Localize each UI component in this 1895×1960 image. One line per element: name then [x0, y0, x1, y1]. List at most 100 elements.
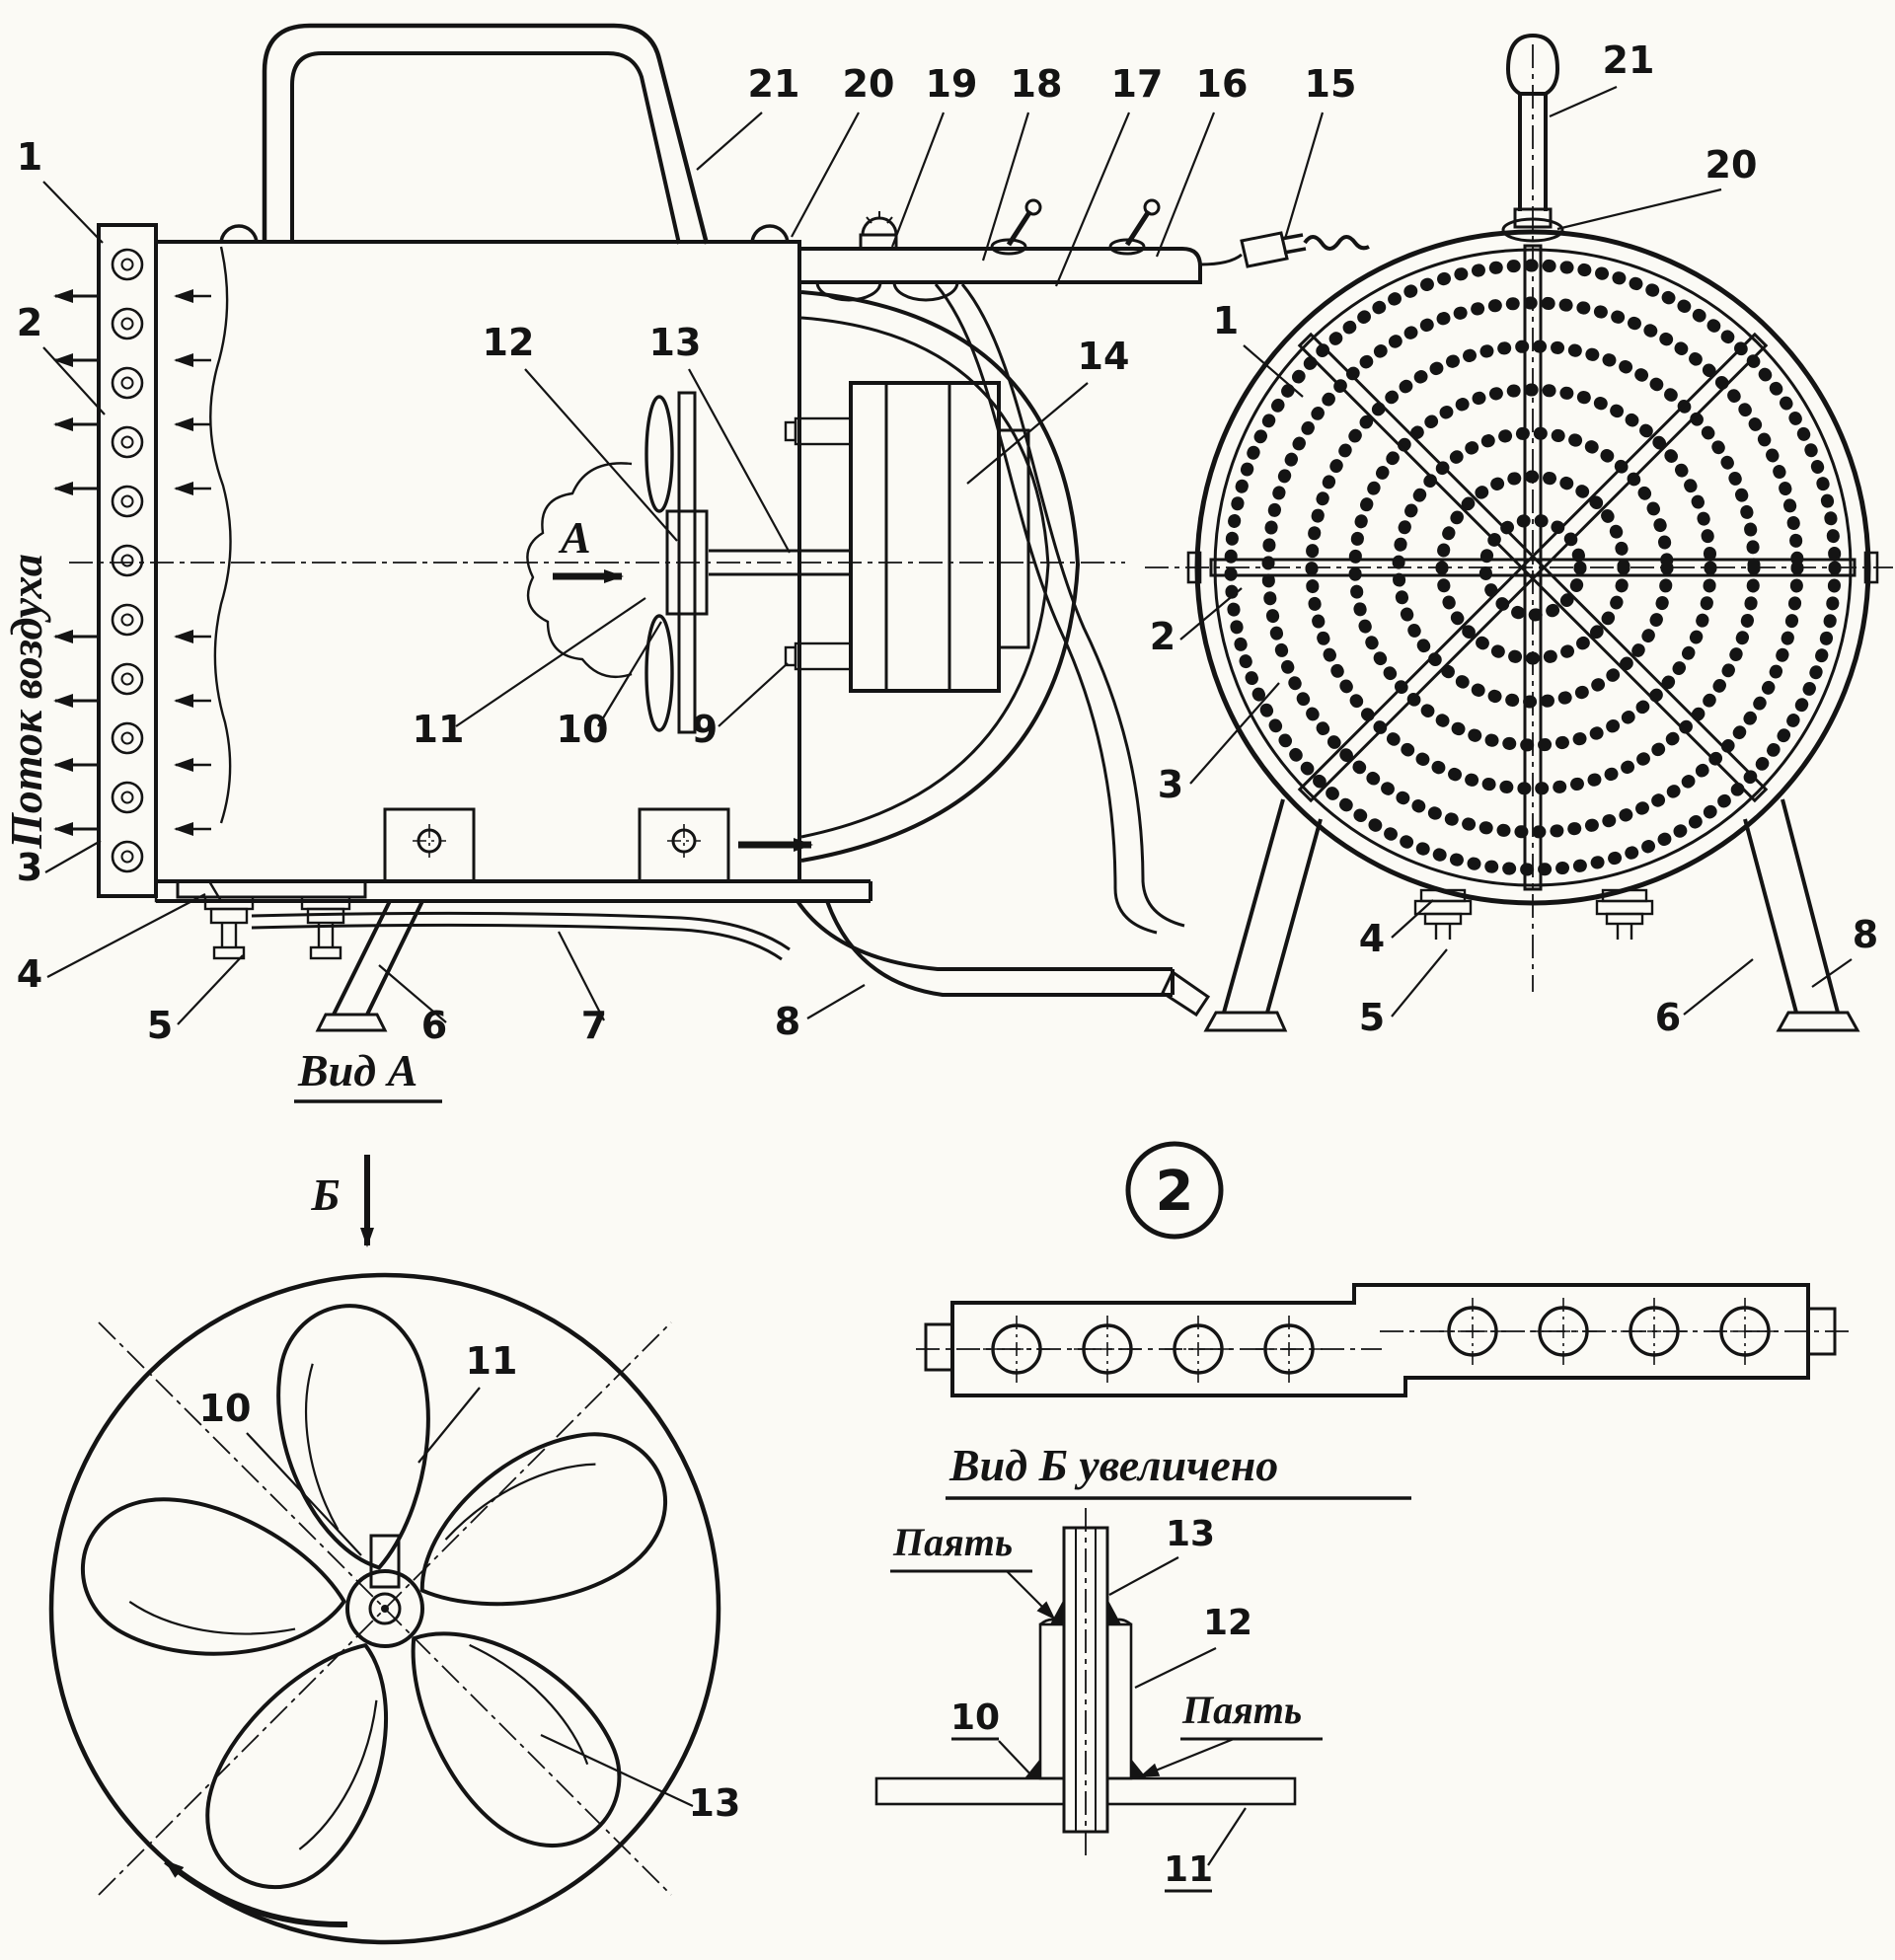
callout-side-9: 9 — [692, 708, 718, 751]
view-b-title: Вид Б увеличено — [948, 1440, 1278, 1490]
callout-side-10: 10 — [557, 708, 609, 751]
solder-detail-leaders — [998, 1556, 1247, 1866]
callout-side-12: 12 — [483, 321, 535, 364]
callout-side-18: 18 — [1011, 62, 1063, 106]
detail-a-cloud — [526, 462, 633, 679]
part-2-detail: 2 Вид Б увеличено — [916, 1141, 1850, 1500]
rear-leg — [796, 899, 1211, 1018]
hub-bushing-section — [665, 509, 709, 616]
guard-spokes — [1209, 244, 1857, 891]
callout-side-11: 11 — [413, 708, 465, 751]
solder-detail: Паять Паять 13 12 10 11 — [874, 1508, 1323, 1893]
callout-front-20: 20 — [1706, 143, 1758, 187]
bracket-strip — [916, 1283, 1850, 1397]
carry-handle — [219, 23, 790, 245]
callout-side-14: 14 — [1078, 335, 1130, 378]
toggle-switch-1 — [990, 198, 1042, 256]
housing-rim-inner — [1213, 248, 1853, 887]
motor-stud-top — [794, 416, 853, 446]
fan-shroud-circle — [48, 1272, 721, 1945]
rim-tab-right — [1863, 551, 1879, 584]
callout-side-2: 2 — [17, 301, 42, 344]
callout-fan-11: 11 — [466, 1339, 518, 1383]
air-flow-arrows-inner — [174, 289, 211, 836]
callout-front-3: 3 — [1158, 763, 1183, 806]
callout-solder-13: 13 — [1166, 1514, 1215, 1554]
strip-holes — [983, 1298, 1779, 1383]
motor-stud-bottom — [794, 641, 853, 671]
callout-front-8: 8 — [1853, 913, 1878, 956]
signal-lamp — [859, 211, 898, 251]
callout-side-8: 8 — [775, 1000, 800, 1043]
front-terminal-bolt-1 — [1413, 888, 1473, 940]
callout-side-13: 13 — [649, 321, 702, 364]
toggle-switch-2 — [1108, 198, 1161, 256]
heater-body — [154, 240, 801, 883]
mounting-bracket-2 — [638, 807, 730, 883]
view-b-arrow-label: Б — [310, 1169, 340, 1220]
callout-fan-10: 10 — [199, 1387, 252, 1430]
front-view-left-leg — [1203, 798, 1323, 1032]
handle-hinge-right — [750, 224, 790, 245]
view-a-fan: Вид А Б — [48, 1045, 741, 1945]
housing-rim-outer — [1194, 229, 1871, 906]
front-leg — [315, 900, 424, 1032]
base-plate — [874, 1776, 1297, 1806]
callout-front-2: 2 — [1150, 615, 1175, 658]
bolt-1 — [203, 895, 255, 960]
front-view: 1 2 3 4 5 6 8 20 21 — [1145, 33, 1893, 1039]
coil-cross-sections — [111, 248, 144, 873]
view-a-title: Вид А — [297, 1045, 417, 1095]
front-view-leaders — [1179, 85, 1853, 1018]
callout-solder-12: 12 — [1203, 1603, 1252, 1643]
electric-motor — [709, 381, 1030, 693]
callout-side-1: 1 — [17, 135, 42, 179]
callout-solder-11: 11 — [1164, 1849, 1213, 1890]
air-flow-label: Поток воздуха — [1, 554, 51, 850]
callout-side-19: 19 — [926, 62, 978, 106]
part-balloon-circle — [1125, 1141, 1224, 1240]
callout-solder-10: 10 — [950, 1697, 1000, 1738]
callout-side-20: 20 — [843, 62, 895, 106]
heater-coil-rings — [1224, 259, 1842, 876]
fan-section — [526, 391, 709, 734]
fan-view-leaders — [246, 1387, 694, 1807]
callout-front-6: 6 — [1655, 996, 1681, 1039]
fan-hub — [345, 1534, 424, 1648]
callout-front-1: 1 — [1213, 299, 1239, 342]
callout-side-3: 3 — [17, 846, 42, 889]
mounting-strip-section — [677, 391, 697, 734]
solder-arrow-1 — [1006, 1570, 1056, 1621]
front-terminal-bolt-2 — [1595, 888, 1654, 940]
front-handle — [1501, 33, 1564, 243]
break-line — [209, 246, 232, 824]
callout-side-4: 4 — [17, 952, 42, 996]
front-view-right-leg — [1743, 798, 1860, 1032]
fan-blade-section-bottom — [644, 614, 674, 732]
handle-hinge-left — [219, 224, 259, 245]
callout-front-21: 21 — [1603, 38, 1655, 82]
control-panel — [797, 198, 1370, 302]
side-view: Поток воздуха — [1, 23, 1370, 1047]
solder-arrow-2 — [1139, 1737, 1235, 1778]
motor-cowl — [800, 290, 1081, 863]
air-flow-arrows — [53, 289, 99, 836]
rim-tab-left — [1186, 551, 1202, 584]
callout-side-17: 17 — [1111, 62, 1164, 106]
callout-side-15: 15 — [1305, 62, 1357, 106]
solder-label-2: Паять — [1181, 1688, 1302, 1732]
callout-side-16: 16 — [1196, 62, 1249, 106]
callout-side-21: 21 — [748, 62, 800, 106]
heater-grille-strip — [97, 223, 158, 898]
terminal-bolts — [176, 879, 367, 960]
callout-front-5: 5 — [1359, 996, 1385, 1039]
callout-side-5: 5 — [147, 1004, 173, 1047]
callout-front-4: 4 — [1359, 917, 1385, 960]
fan-blade-section-top — [644, 395, 674, 513]
callout-fan-13: 13 — [689, 1781, 741, 1825]
callout-side-6: 6 — [421, 1004, 447, 1047]
rotation-arrow — [164, 1858, 348, 1928]
section-arrow-label: А — [558, 512, 591, 563]
